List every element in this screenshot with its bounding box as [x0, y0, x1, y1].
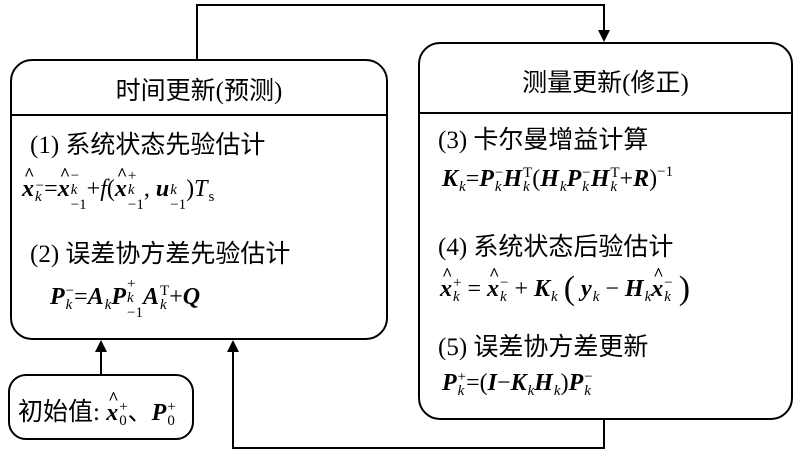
measurement-update-title: 测量更新(修正)	[522, 70, 689, 97]
time-update-divider	[12, 114, 386, 116]
prior-state-equation: x k−=x−k−1+f(x+k−1, u k−1)T s	[22, 164, 214, 212]
arrow-predict-to-correct	[196, 4, 605, 60]
step1-label: (1) 系统状态先验估计	[30, 132, 266, 159]
initial-value-box: 初始值: x+0、P+0	[8, 374, 194, 440]
step4-label: (4) 系统状态后验估计	[438, 234, 674, 261]
step5-label: (5) 误差协方差更新	[438, 334, 649, 361]
initial-value-label: 初始值:	[18, 399, 100, 426]
measurement-update-divider	[420, 112, 791, 114]
step3-label: (3) 卡尔曼增益计算	[438, 127, 649, 154]
step2-label: (2) 误差协方差先验估计	[30, 241, 291, 268]
initial-value-symbols: x+0、P+0	[106, 388, 176, 429]
arrow-correct-to-predict	[232, 352, 605, 449]
time-update-title: 时间更新(预测)	[115, 78, 283, 105]
posterior-state-equation: x+k = x−k + K k ( y k − H kx−k )	[440, 264, 690, 308]
time-update-box: 时间更新(预测) (1) 系统状态先验估计 x k−=x−k−1+f(x+k−1…	[10, 59, 388, 340]
